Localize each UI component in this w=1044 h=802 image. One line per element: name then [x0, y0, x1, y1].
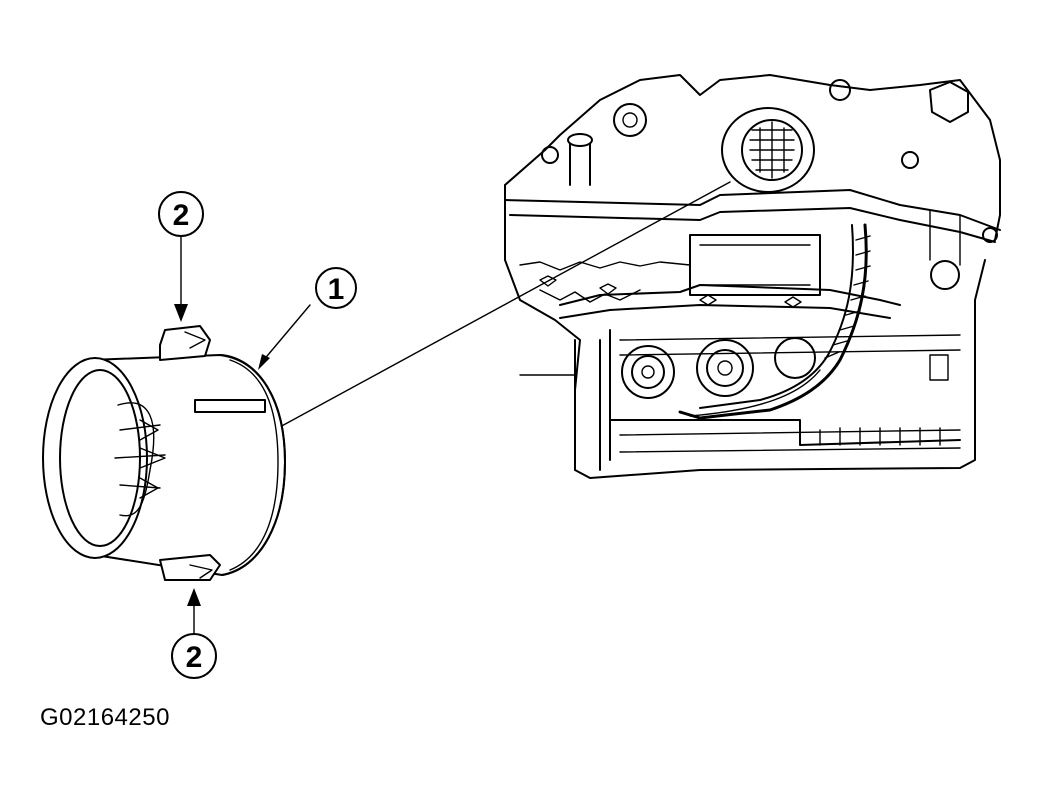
- installed-connector: [721, 107, 815, 193]
- callout-connector-number: 1: [328, 273, 345, 306]
- callout-clip-top-number: 2: [173, 199, 190, 232]
- callout-clip-bottom-number: 2: [186, 641, 203, 674]
- callout-clip-top: 2: [158, 191, 204, 322]
- transmission-housing: [504, 74, 1001, 479]
- connector-detail: [42, 325, 286, 581]
- connector-leader-line: [277, 181, 731, 429]
- callout-connector: 1: [258, 267, 357, 370]
- callout-clip-bottom: 2: [171, 588, 217, 679]
- wiring-harness: [678, 223, 871, 420]
- figure-id: G02164250: [40, 704, 170, 731]
